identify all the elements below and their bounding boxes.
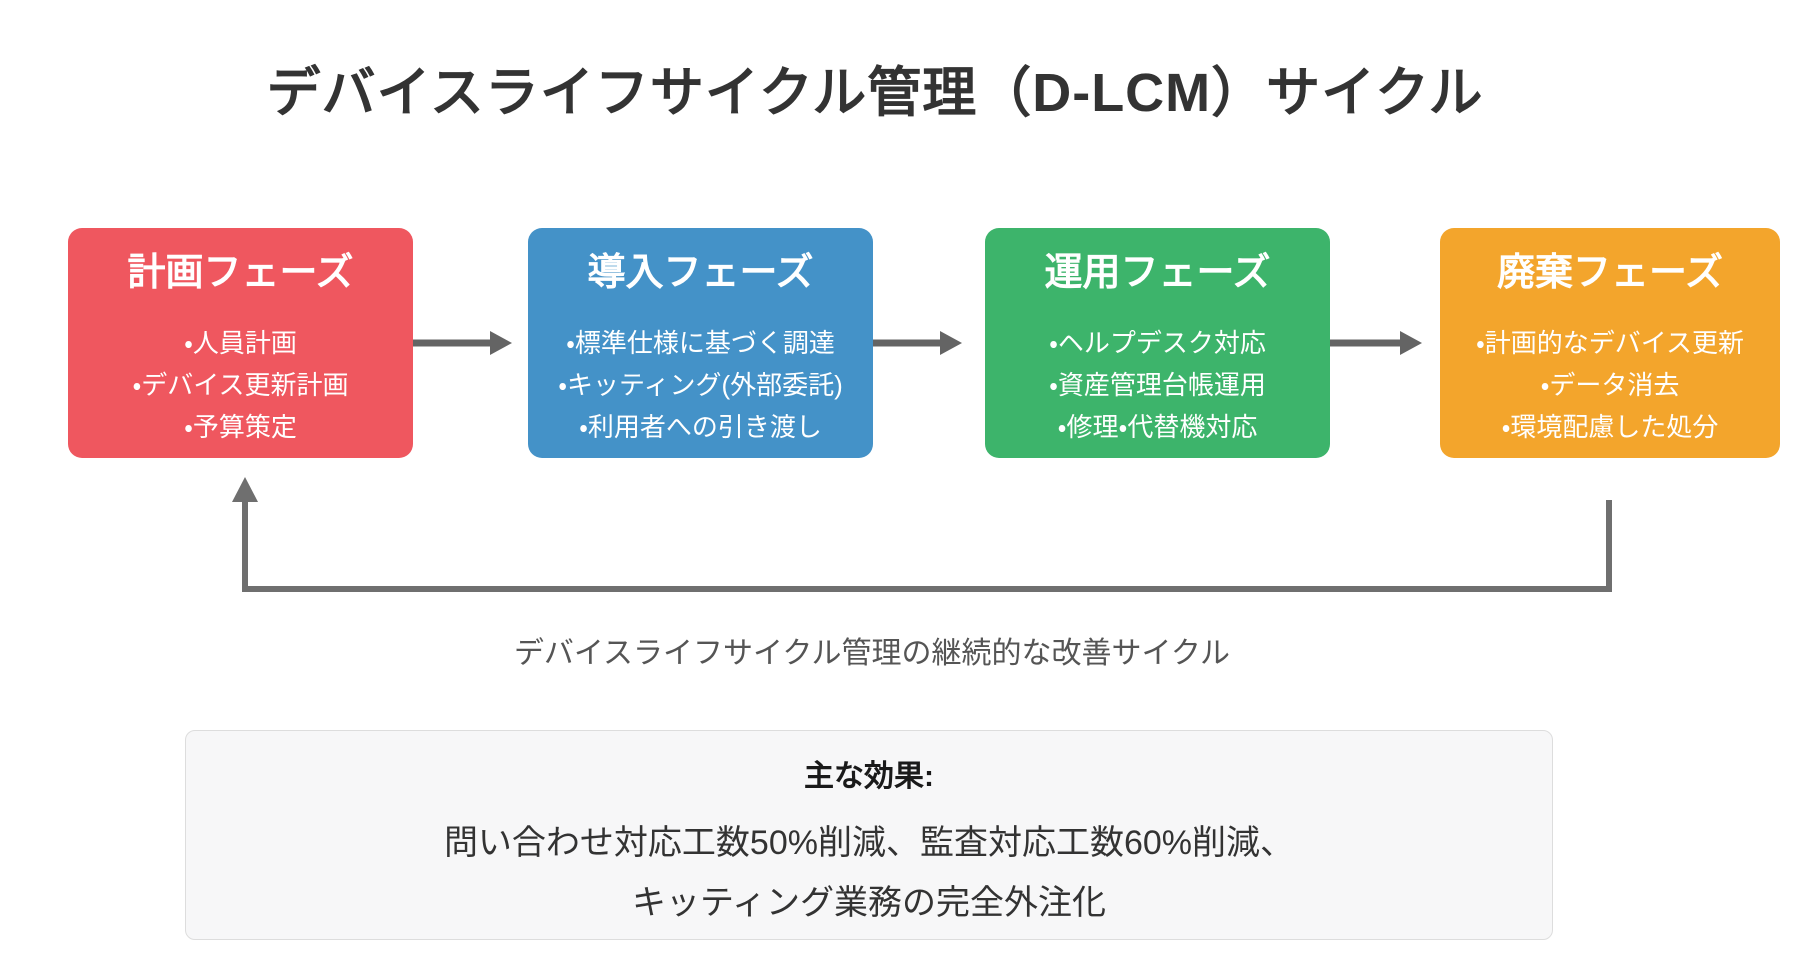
loop-caption: デバイスライフサイクル管理の継続的な改善サイクル [513,637,1231,670]
phase-item: ・データ消去 [1540,370,1680,400]
effects-line: キッティング業務の完全外注化 [632,884,1106,922]
phase-title-dispose: 廃棄フェーズ [1496,252,1724,294]
phase-title-operate: 運用フェーズ [1044,252,1271,294]
phase-item: ・環境配慮した処分 [1501,412,1719,442]
effects-summary-box: 主な効果: 問い合わせ対応工数50%削減、監査対応工数60%削減、 キッティング… [185,730,1553,940]
phase-title-deploy: 導入フェーズ [587,252,814,294]
phase-item: ・修理・代替機対応 [1057,412,1258,442]
phase-box-plan: 計画フェーズ ・人員計画 ・デバイス更新計画 ・予算策定 [68,228,413,458]
effects-heading: 主な効果: [804,760,934,793]
phase-items-dispose: ・計画的なデバイス更新 ・データ消去 ・環境配慮した処分 [1440,322,1780,448]
phase-title-plan: 計画フェーズ [127,252,354,294]
phase-item: ・人員計画 [184,328,297,358]
flow-arrow-right-icon [1330,331,1422,355]
phase-item: ・計画的なデバイス更新 [1475,328,1745,358]
flow-arrow-right-icon [413,331,512,355]
phase-box-operate: 運用フェーズ ・ヘルプデスク対応 ・資産管理台帳運用 ・修理・代替機対応 [985,228,1330,458]
phase-items-operate: ・ヘルプデスク対応 ・資産管理台帳運用 ・修理・代替機対応 [985,322,1330,448]
phase-item: ・資産管理台帳運用 [1049,370,1266,400]
phase-item: ・ヘルプデスク対応 [1049,328,1266,358]
phase-item: ・予算策定 [184,412,297,442]
phase-box-deploy: 導入フェーズ ・標準仕様に基づく調達 ・キッティング(外部委託) ・利用者への引… [528,228,873,458]
phase-items-plan: ・人員計画 ・デバイス更新計画 ・予算策定 [68,322,413,448]
page-title: デバイスライフサイクル管理（D-LCM）サイクル [266,63,1484,123]
flow-arrow-right-icon [873,331,962,355]
phase-item: ・キッティング(外部委託) [558,370,843,400]
loop-back-arrow-icon [232,477,1612,592]
phase-item: ・標準仕様に基づく調達 [566,328,835,358]
phase-item: ・利用者への引き渡し [579,412,822,442]
effects-line: 問い合わせ対応工数50%削減、監査対応工数60%削減、 [443,824,1295,862]
phase-items-deploy: ・標準仕様に基づく調達 ・キッティング(外部委託) ・利用者への引き渡し [528,322,873,448]
phase-box-dispose: 廃棄フェーズ ・計画的なデバイス更新 ・データ消去 ・環境配慮した処分 [1440,228,1780,458]
phase-item: ・デバイス更新計画 [132,370,349,400]
